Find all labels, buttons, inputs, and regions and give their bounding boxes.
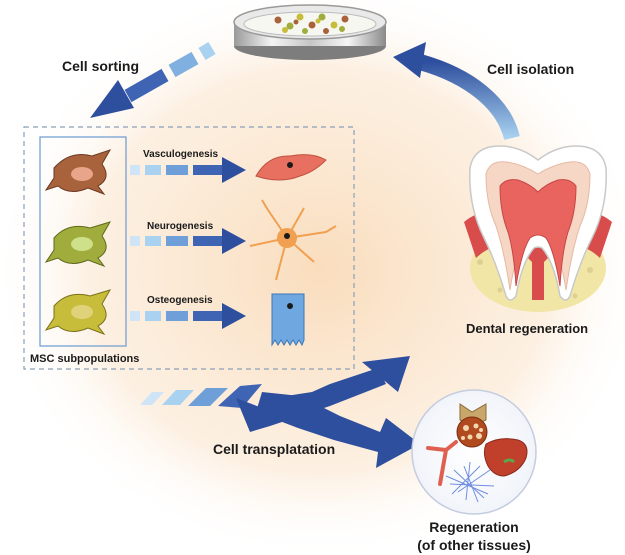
cell-transplantation-arrow	[140, 356, 420, 468]
tooth-icon	[464, 145, 612, 312]
osteogenesis-label: Osteogenesis	[147, 295, 213, 306]
cell-sorting-arrow	[90, 41, 216, 118]
regeneration-label-line1: Regeneration	[429, 519, 518, 535]
bone-tissue-icon	[456, 403, 488, 448]
msc-cell-brown-icon	[44, 149, 112, 196]
vasculogenesis-arrow	[130, 157, 246, 183]
petri-dish-icon	[233, 4, 387, 60]
neurogenesis-label: Neurogenesis	[147, 221, 214, 232]
blood-vessel-icon	[426, 440, 458, 486]
msc-cell-yellow-icon	[44, 289, 112, 336]
cell-isolation-label: Cell isolation	[487, 61, 574, 77]
neurogenesis-arrow	[130, 228, 246, 254]
msc-cell-olive-icon	[44, 221, 112, 268]
liver-icon	[483, 438, 528, 477]
nerve-fibers-icon	[445, 461, 495, 503]
vascular-endothelial-cell-icon	[255, 154, 327, 181]
osteogenesis-arrow	[130, 303, 246, 329]
msc-subpopulations-label: MSC subpopulations	[30, 353, 139, 365]
regeneration-label-line2: (of other tissues)	[417, 537, 531, 553]
osteocyte-cell-icon	[271, 293, 305, 347]
msc-dashed-box	[23, 126, 355, 370]
neuron-cell-icon	[249, 199, 337, 281]
cell-transplantation-label: Cell transplatation	[213, 441, 335, 457]
vasculogenesis-label: Vasculogenesis	[143, 149, 218, 160]
cultured-cells	[274, 13, 349, 34]
cell-isolation-arrow	[393, 42, 520, 141]
cell-sorting-label: Cell sorting	[62, 58, 139, 74]
other-tissues-circle	[411, 389, 537, 515]
dental-regeneration-label: Dental regeneration	[466, 321, 588, 336]
msc-subpopulations-panel	[39, 136, 127, 347]
